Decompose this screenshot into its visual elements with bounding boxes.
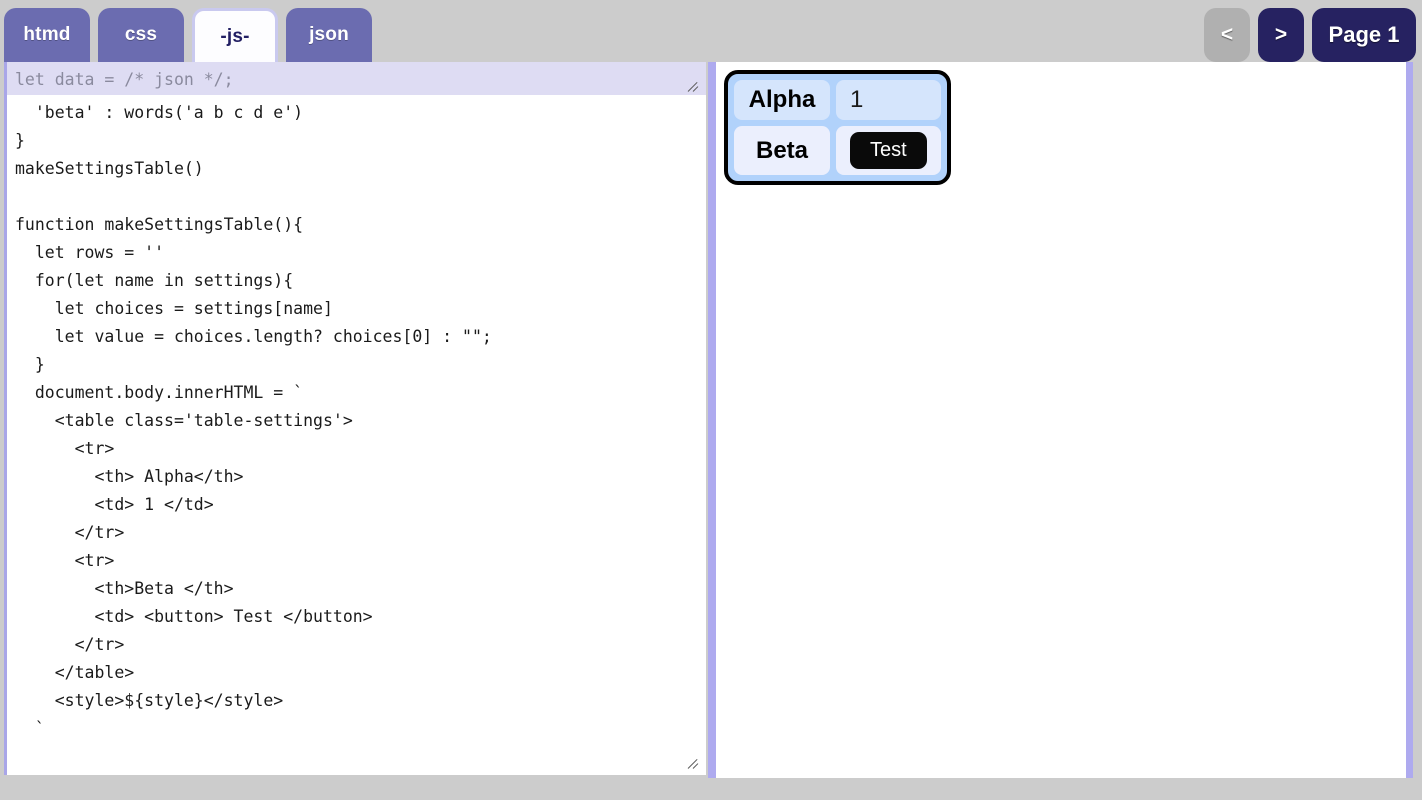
prev-page-button[interactable]: < — [1204, 8, 1250, 62]
tab-htmd[interactable]: htmd — [4, 8, 90, 62]
preview-scrollbar[interactable] — [1406, 62, 1413, 778]
top-bar: htmd css -js- json < > Page 1 — [0, 0, 1422, 62]
tab-bar: htmd css -js- json — [4, 8, 372, 62]
preview-panel: Alpha 1 Beta Test — [716, 62, 1406, 778]
test-button[interactable]: Test — [850, 132, 927, 169]
next-page-button[interactable]: > — [1258, 8, 1304, 62]
tab-json[interactable]: json — [286, 8, 372, 62]
table-row: Beta Test — [734, 126, 941, 175]
editor-column — [0, 62, 710, 778]
js-code-input[interactable] — [4, 95, 706, 775]
tab-css[interactable]: css — [98, 8, 184, 62]
settings-table: Alpha 1 Beta Test — [724, 70, 951, 185]
setting-name-alpha: Alpha — [734, 80, 830, 120]
pane-divider-scrollbar[interactable] — [708, 62, 716, 778]
pager: < > Page 1 — [1204, 8, 1416, 62]
json-data-input[interactable] — [4, 62, 706, 96]
bottom-chrome-strip — [0, 778, 1422, 800]
setting-name-beta: Beta — [734, 126, 830, 175]
page-indicator-button[interactable]: Page 1 — [1312, 8, 1416, 62]
tab-js[interactable]: -js- — [192, 8, 278, 62]
setting-value-beta: Test — [836, 126, 941, 175]
table-row: Alpha 1 — [734, 80, 941, 120]
setting-value-alpha: 1 — [836, 80, 941, 120]
